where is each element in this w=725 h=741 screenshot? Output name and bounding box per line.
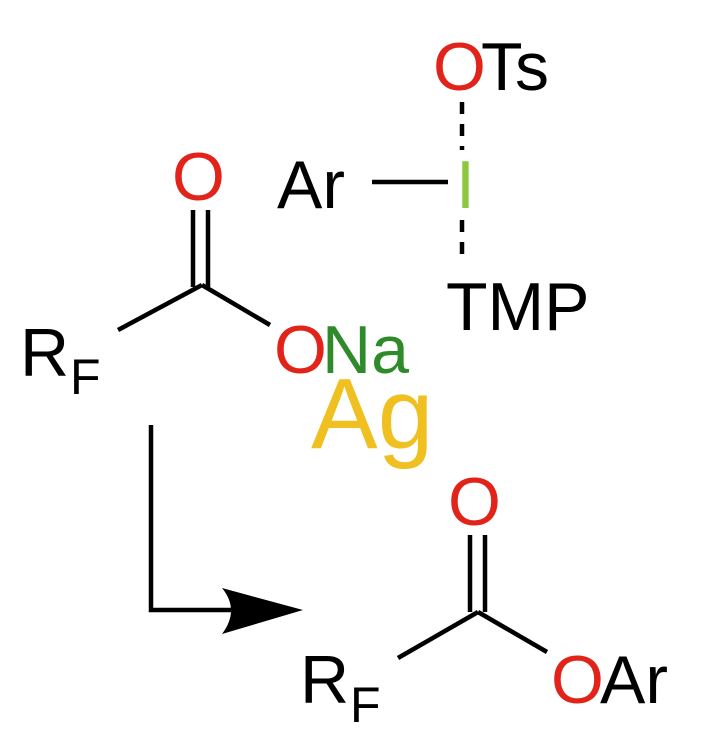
carboxylate-sodium-counterion: Na	[322, 312, 409, 388]
reagent-iodine-atom: I	[456, 147, 475, 223]
reagent-aryl-group: Ar	[277, 147, 345, 223]
reaction-arrow-shaft	[148, 425, 240, 613]
bond-carboxylate-c-o	[200, 283, 272, 327]
bond-product-c-o	[476, 610, 549, 654]
product-carbonyl-oxygen: O	[448, 464, 501, 540]
product-aryl-group: Ar	[600, 642, 668, 718]
reagent-tosyl-group: Ts	[481, 29, 549, 105]
product-rf-r: R	[300, 642, 349, 718]
carboxylate-rf-subscript: F	[70, 349, 101, 405]
product-ester-oxygen: O	[551, 642, 604, 718]
reaction-arrow-head	[222, 588, 303, 634]
reagent-tmp-group: TMP	[446, 269, 590, 345]
carboxylate-rf-r: R	[20, 315, 69, 391]
bond-carboxylate-rf-c	[116, 283, 204, 332]
carboxylate-carbonyl-oxygen: O	[172, 139, 225, 215]
bond-product-rf-c	[396, 610, 480, 660]
product-rf-subscript: F	[350, 677, 381, 733]
reagent-tosylate-oxygen: O	[433, 29, 486, 105]
carboxylate-ester-oxygen: O	[274, 312, 327, 388]
silver-catalyst-label: Ag	[311, 358, 433, 470]
